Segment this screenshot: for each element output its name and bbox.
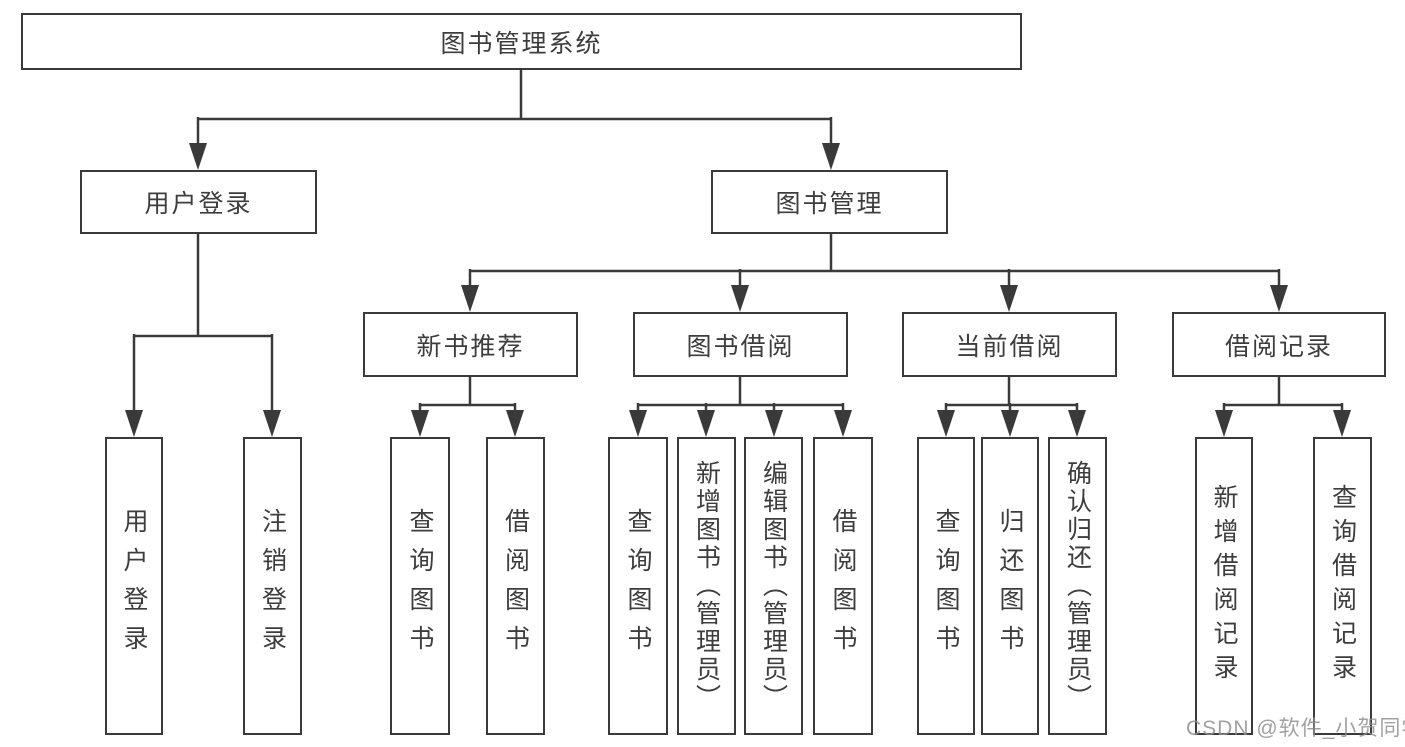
node-root: 图书管理系统 (21, 13, 1022, 70)
leaf-user-login-label: 用户登录 (120, 508, 148, 664)
leaf-query-borrow-record: 查询借阅记录 (1313, 437, 1372, 735)
leaf-edit-book-admin-label: 编辑图书（管理员） (759, 460, 788, 712)
leaf-logout: 注销登录 (243, 437, 302, 735)
watermark: CSDN @软件_小贺同学 (1186, 717, 1405, 740)
node-book-management-label: 图书管理 (775, 190, 884, 218)
connector-userlogin-to-leaves (125, 234, 281, 437)
arrowhead-icon (461, 285, 1288, 312)
leaf-newbook-borrow-books-label: 借阅图书 (501, 508, 530, 664)
node-book-borrow-label: 图书借阅 (686, 332, 795, 361)
leaf-newbook-query-books-label: 查询图书 (406, 508, 434, 664)
leaf-logout-label: 注销登录 (258, 508, 287, 664)
node-book-management: 图书管理 (711, 170, 948, 234)
node-book-borrow: 图书借阅 (633, 312, 848, 377)
connector-line (468, 234, 1281, 289)
leaf-borrow-books: 借阅图书 (813, 437, 873, 735)
leaf-confirm-return-admin: 确认归还（管理员） (1048, 437, 1107, 735)
leaf-add-borrow-record: 新增借阅记录 (1195, 437, 1253, 735)
leaf-borrow-books-label: 借阅图书 (829, 508, 857, 664)
node-current-borrow-label: 当前借阅 (955, 332, 1064, 361)
node-borrow-records: 借阅记录 (1172, 312, 1386, 377)
leaf-add-book-admin-label: 新增图书（管理员） (692, 460, 721, 712)
node-new-book-recommend: 新书推荐 (363, 312, 578, 377)
connector-line (196, 70, 833, 147)
node-borrow-records-label: 借阅记录 (1224, 332, 1333, 361)
leaf-add-book-admin: 新增图书（管理员） (677, 437, 736, 735)
leaf-newbook-borrow-books: 借阅图书 (486, 437, 545, 735)
leaf-return-books-label: 归还图书 (996, 508, 1024, 664)
leaf-confirm-return-admin-label: 确认归还（管理员） (1063, 460, 1092, 712)
leaf-borrow-query-books-label: 查询图书 (624, 508, 652, 664)
arrowhead-icon (189, 143, 840, 170)
connector-line (418, 377, 517, 414)
leaf-add-borrow-record-label: 新增借阅记录 (1210, 484, 1238, 688)
leaf-current-query-books: 查询图书 (917, 437, 975, 735)
connector-line (944, 377, 1079, 414)
leaf-edit-book-admin: 编辑图书（管理员） (744, 437, 803, 735)
connector-borrow-to-leaves (629, 377, 852, 437)
node-new-book-recommend-label: 新书推荐 (416, 332, 525, 361)
connector-bookmgmt-to-level3 (461, 234, 1288, 312)
leaf-user-login: 用户登录 (105, 437, 163, 735)
connector-records-to-leaves (1215, 377, 1351, 437)
connector-current-to-leaves (937, 377, 1086, 437)
arrowhead-icon (1215, 410, 1351, 437)
connector-line (636, 377, 845, 414)
arrowhead-icon (629, 410, 852, 437)
connector-line (132, 234, 274, 414)
node-root-label: 图书管理系统 (440, 29, 603, 58)
node-user-login: 用户登录 (80, 170, 317, 234)
connector-root-to-level2 (189, 70, 840, 170)
arrowhead-icon (411, 410, 524, 437)
node-current-borrow: 当前借阅 (902, 312, 1117, 377)
leaf-return-books: 归还图书 (981, 437, 1039, 735)
leaf-query-borrow-record-label: 查询借阅记录 (1328, 484, 1357, 688)
connector-line (1222, 377, 1344, 414)
connector-newbook-to-leaves (411, 377, 524, 437)
arrowhead-icon (125, 410, 281, 437)
leaf-newbook-query-books: 查询图书 (390, 437, 450, 735)
arrowhead-icon (937, 410, 1086, 437)
node-user-login-label: 用户登录 (144, 190, 253, 218)
leaf-current-query-books-label: 查询图书 (932, 508, 960, 664)
leaf-borrow-query-books: 查询图书 (608, 437, 668, 735)
